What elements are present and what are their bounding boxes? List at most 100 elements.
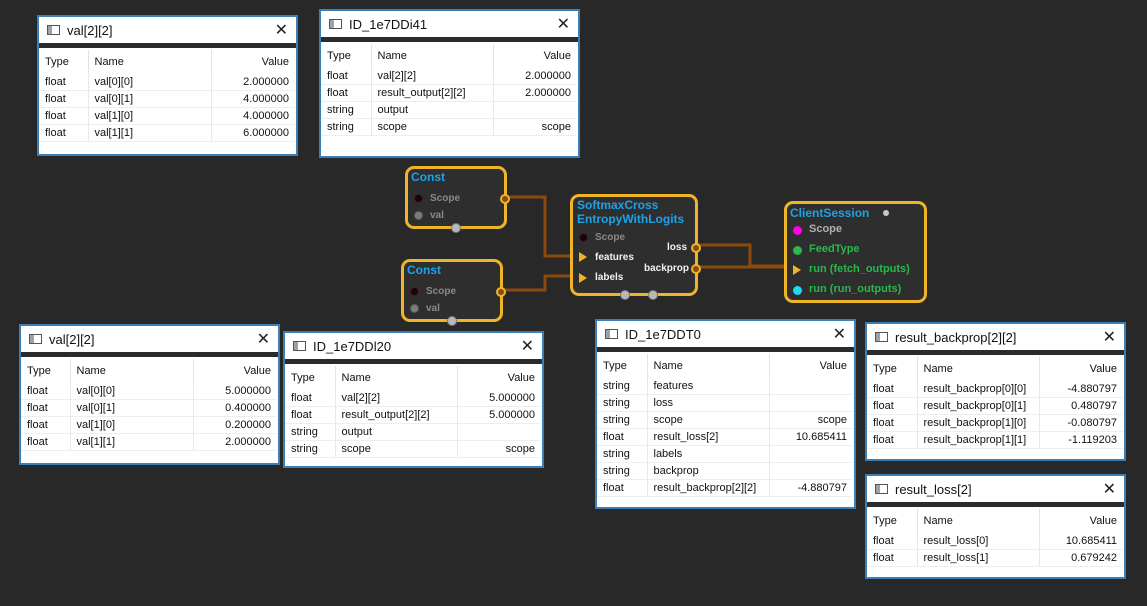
cell-name: val[0][0] [70, 383, 194, 400]
col-type[interactable]: Type [321, 44, 372, 68]
col-name[interactable]: Name [917, 509, 1040, 533]
close-icon[interactable]: ✕ [1102, 327, 1116, 346]
labels-arrow-icon[interactable] [579, 273, 587, 283]
col-name[interactable]: Name [88, 50, 212, 74]
col-name[interactable]: Name [917, 357, 1040, 381]
close-icon[interactable]: ✕ [520, 336, 534, 355]
const-node-1[interactable]: Const Scope val [405, 166, 510, 233]
features-arrow-icon[interactable] [579, 252, 587, 262]
col-name[interactable]: Name [371, 44, 494, 68]
cell-name: scope [647, 411, 770, 429]
cell-name: backprop [647, 462, 770, 480]
bottom-port-icon[interactable] [451, 223, 461, 233]
cell-name: result_output[2][2] [371, 84, 494, 102]
run-outputs-port-icon[interactable] [793, 286, 802, 295]
cell-type: float [285, 390, 336, 407]
cell-value: scope [769, 411, 853, 429]
cell-name: scope [335, 440, 458, 458]
bottom-port-icon-1[interactable] [620, 290, 630, 300]
scope-port-icon[interactable] [793, 226, 802, 235]
col-type[interactable]: Type [867, 357, 918, 381]
scope-port-icon[interactable] [414, 194, 423, 203]
scope-port-icon[interactable] [410, 287, 419, 296]
scope-port-icon[interactable] [579, 233, 588, 242]
col-type[interactable]: Type [21, 359, 71, 383]
col-type[interactable]: Type [39, 50, 89, 74]
bottom-port-icon-2[interactable] [648, 290, 658, 300]
val-port-icon[interactable] [410, 304, 419, 313]
close-icon[interactable]: ✕ [274, 20, 288, 39]
col-type[interactable]: Type [597, 354, 648, 378]
cell-name: val[2][2] [371, 68, 494, 85]
col-name[interactable]: Name [70, 359, 194, 383]
cell-value: 0.480797 [1039, 397, 1123, 415]
col-value[interactable]: Value [243, 365, 271, 377]
window-icon [29, 334, 42, 344]
feedtype-port-icon[interactable] [793, 246, 802, 255]
col-value[interactable]: Value [543, 50, 571, 62]
backprop-output-port-icon[interactable] [691, 264, 701, 274]
col-value[interactable]: Value [1089, 515, 1117, 527]
close-icon[interactable]: ✕ [556, 14, 570, 33]
cell-type: string [285, 440, 336, 458]
data-panel-result-backprop[interactable]: result_backprop[2][2] ✕ Type Name Value … [865, 322, 1126, 461]
loss-output-port-icon[interactable] [691, 243, 701, 253]
col-value[interactable]: Value [819, 360, 847, 372]
fetch-outputs-arrow-icon[interactable] [793, 265, 801, 275]
softmax-cross-entropy-node[interactable]: SoftmaxCross EntropyWithLogits Scope fea… [570, 194, 701, 300]
cell-type: string [597, 411, 648, 429]
col-name[interactable]: Name [647, 354, 770, 378]
close-icon[interactable]: ✕ [1102, 479, 1116, 498]
const-node-2[interactable]: Const Scope val [401, 259, 506, 326]
output-port-icon[interactable] [500, 194, 510, 204]
bottom-port-icon[interactable] [447, 316, 457, 326]
col-value[interactable]: Value [261, 56, 289, 68]
close-icon[interactable]: ✕ [256, 329, 270, 348]
col-type[interactable]: Type [285, 366, 336, 390]
col-type[interactable]: Type [867, 509, 918, 533]
client-session-node[interactable]: ClientSession Scope FeedType run (fetch_… [784, 201, 927, 303]
col-value[interactable]: Value [507, 372, 535, 384]
val-port-icon[interactable] [414, 211, 423, 220]
col-name[interactable]: Name [335, 366, 458, 390]
col-value[interactable]: Value [1089, 363, 1117, 375]
output-port-icon[interactable] [496, 287, 506, 297]
close-icon[interactable]: ✕ [832, 324, 846, 343]
